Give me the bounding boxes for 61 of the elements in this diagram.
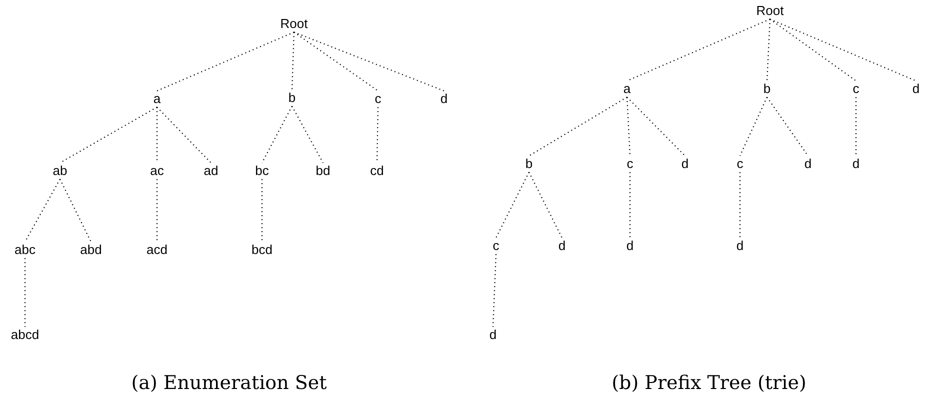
- dotted-edge: [740, 96, 768, 156]
- dotted-edge: [156, 32, 294, 92]
- tree-node-label: d: [911, 82, 921, 96]
- tree-node-label: d: [680, 156, 690, 172]
- subfigure-caption: (b) Prefix Tree (trie): [612, 372, 806, 394]
- dotted-edge: [626, 18, 770, 82]
- dotted-edge: [376, 107, 379, 163]
- dotted-edge: [156, 179, 158, 242]
- dotted-edge: [24, 258, 26, 327]
- dotted-edge: [60, 178, 92, 242]
- tree-node-label: d: [851, 156, 861, 172]
- dotted-edge: [528, 172, 562, 238]
- dotted-edge: [626, 96, 686, 156]
- dotted-edge: [496, 172, 530, 238]
- tree-node-label: bd: [314, 164, 332, 178]
- tree-node-label: cd: [369, 164, 385, 178]
- tree-node-label: a: [152, 92, 162, 106]
- tree-node-label: c: [626, 156, 634, 172]
- dotted-edge: [60, 106, 158, 164]
- dotted-edge: [739, 172, 741, 238]
- tree-node-label: c: [492, 238, 500, 254]
- dotted-edge: [156, 106, 212, 164]
- dotted-edge: [766, 96, 808, 156]
- dotted-edge: [770, 18, 916, 82]
- tree-node-label: c: [736, 156, 744, 172]
- tree-node-label: ab: [52, 164, 68, 178]
- tree-node-label: d: [735, 238, 745, 254]
- tree-node-label: d: [625, 238, 635, 254]
- dotted-edge: [261, 179, 263, 242]
- dotted-edge: [24, 178, 60, 242]
- tree-node-label: ad: [202, 164, 220, 178]
- subfigure-caption: (a) Enumeration Set: [131, 372, 327, 394]
- dotted-edge: [855, 97, 857, 156]
- dotted-edge: [766, 19, 771, 81]
- dotted-edge: [291, 32, 295, 90]
- tree-node-label: d: [557, 238, 567, 254]
- tree-node-label: b: [287, 90, 297, 106]
- tree-node-label: a: [622, 82, 632, 96]
- dotted-edge: [528, 96, 628, 156]
- dotted-edge: [292, 106, 324, 164]
- tree-node-label: abd: [79, 242, 103, 258]
- dotted-edge: [492, 254, 497, 327]
- dotted-edge: [294, 32, 444, 92]
- tree-node-label: abc: [14, 242, 36, 258]
- tree-node-label: Root: [755, 4, 785, 18]
- tree-node-label: c: [374, 92, 382, 106]
- dotted-edge: [626, 97, 631, 156]
- tree-node-label: c: [852, 82, 860, 96]
- tree-node-label: d: [439, 92, 449, 106]
- dotted-edge: [629, 172, 631, 238]
- tree-node-label: acd: [146, 242, 168, 258]
- tree-node-label: abcd: [10, 328, 40, 342]
- dotted-edge: [156, 107, 158, 163]
- tree-node-label: bcd: [250, 242, 274, 258]
- tree-node-label: b: [762, 82, 772, 96]
- tree-node-label: ac: [149, 164, 165, 178]
- tree-node-label: d: [488, 328, 498, 342]
- tree-node-label: b: [524, 156, 534, 172]
- tree-node-label: bc: [254, 164, 270, 178]
- tree-node-label: d: [803, 156, 813, 172]
- tree-node-label: Root: [279, 16, 309, 32]
